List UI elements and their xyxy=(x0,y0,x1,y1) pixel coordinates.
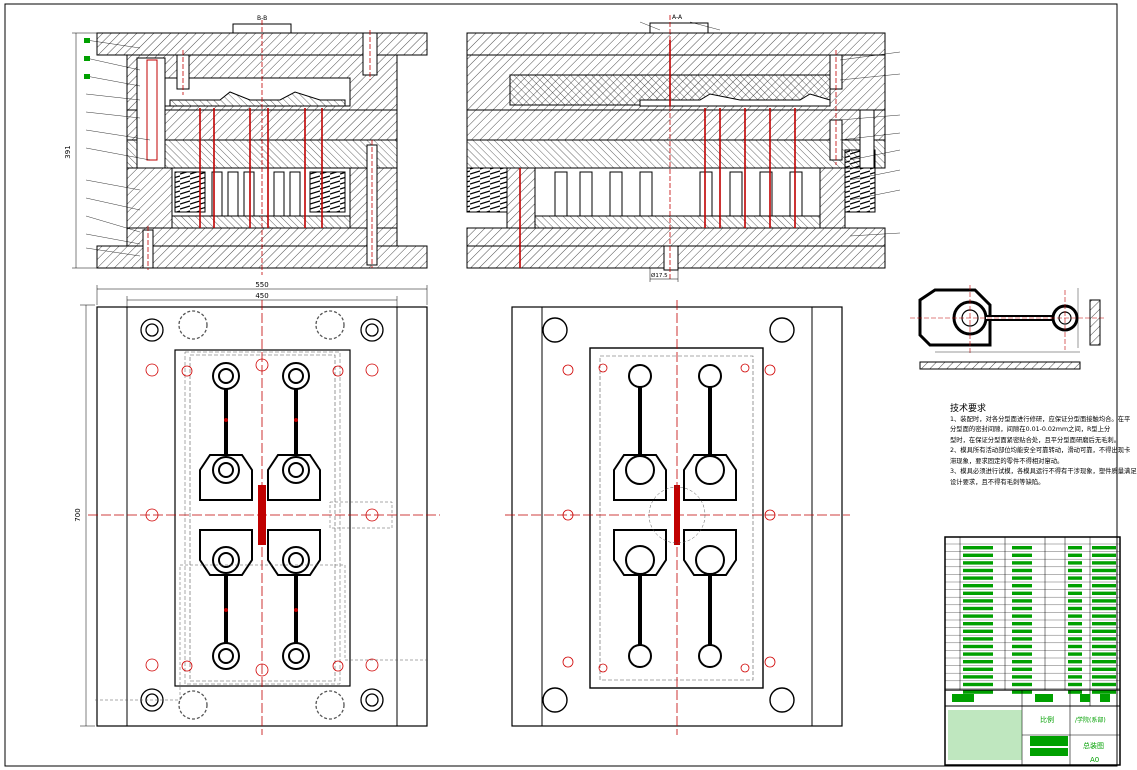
note-line: 设计要求，且不得有毛刺等缺陷。 xyxy=(950,478,1045,486)
section-view-left: B-B xyxy=(64,15,428,275)
section-label-right: A-A xyxy=(672,14,683,21)
technical-notes: 技术要求 1、装配时，对各分型面进行修研，应保证分型面接触均合。在平 分型面的密… xyxy=(950,404,1137,488)
note-line: 滞现象，要求固定的零件不得相对窜动。 xyxy=(950,457,1064,465)
parts-list-table: 比例 /学院(系部) 总装图 A0 xyxy=(944,536,1121,766)
title-company: /学院(系部) xyxy=(1075,716,1106,724)
dimension-height: 391 xyxy=(64,145,72,158)
note-line: 1、装配时，对各分型面进行修研，应保证分型面接触均合。在平 xyxy=(950,415,1131,423)
part-detail-view xyxy=(910,285,1105,370)
note-line: 型时，在保证分型面紧密贴合处，且平分型面研磨后无毛刺。 xyxy=(950,436,1121,444)
note-line: 3、模具必须进行试模，各模具运行不得有干涉现象，塑件质量满足 xyxy=(950,468,1137,475)
title-drawing-name: 总装图 xyxy=(1083,741,1104,750)
title-sheet-number: A0 xyxy=(1090,756,1099,764)
plan-view-right xyxy=(505,300,850,735)
dimension-length: 700 xyxy=(74,508,82,521)
dimension-diameter: Ø17.5 xyxy=(651,272,668,279)
title-scale-label: 比例 xyxy=(1040,715,1054,724)
section-view-right: A-A xyxy=(466,14,901,282)
plan-view-left: 550 450 700 xyxy=(74,281,440,735)
note-line: 2、模具所有活动部位均能安全可靠转动，滑动可靠，不得出现卡 xyxy=(950,447,1131,454)
drawing-border xyxy=(4,3,1118,767)
technical-notes-title: 技术要求 xyxy=(950,404,987,414)
dimension-overall-width: 550 xyxy=(255,281,268,289)
note-line: 分型面的密封间隙，间隙在0.01-0.02mm之间，R型上分 xyxy=(950,426,1111,433)
dimension-inner-width: 450 xyxy=(255,292,268,300)
section-label-left: B-B xyxy=(257,15,267,22)
